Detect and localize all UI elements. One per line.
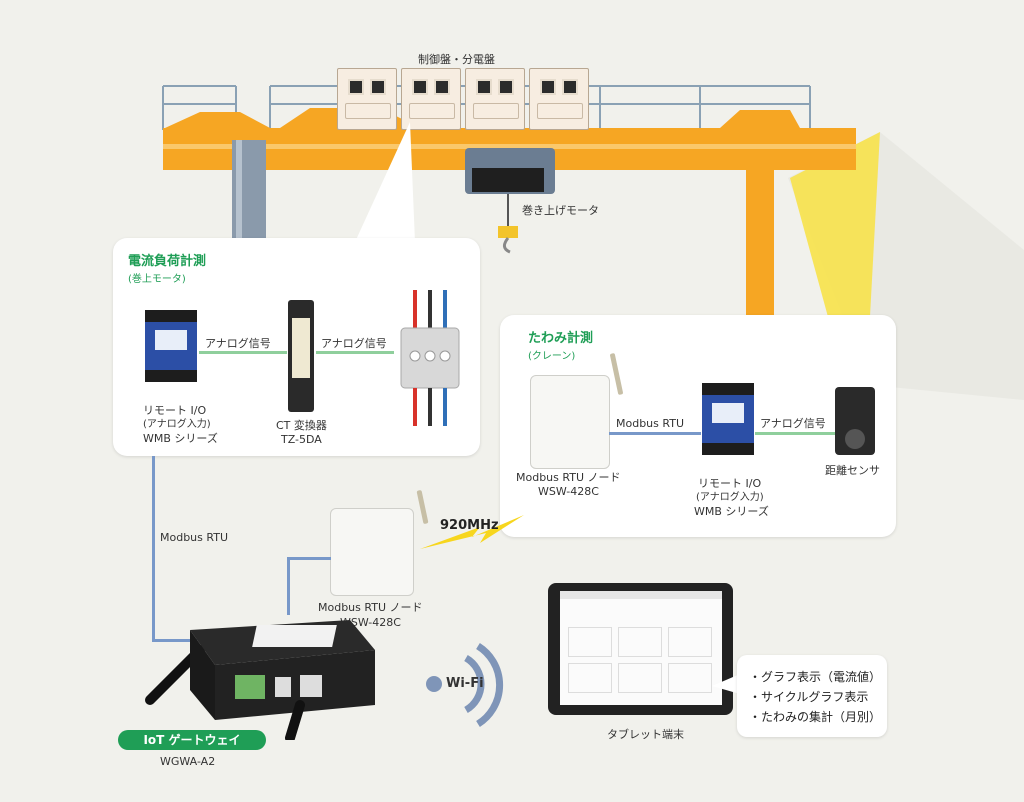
ct-converter-name: CT 変換器	[276, 419, 327, 432]
frequency-label: 920MHz	[440, 518, 499, 533]
analog-signal-label: アナログ信号	[205, 337, 271, 350]
remote-io-name: リモート I/O	[698, 477, 762, 490]
remote-io-series: WMB シリーズ	[694, 505, 769, 518]
wifi-icon	[426, 643, 504, 727]
hook-block	[498, 226, 518, 238]
modbus-line-horizontal	[152, 639, 197, 642]
callout-pointer	[355, 122, 415, 242]
control-cabinet	[401, 68, 461, 130]
modbus-line-vertical	[152, 456, 155, 642]
tablet-screen	[560, 591, 722, 705]
analog-line	[199, 351, 287, 354]
remote-io-type: (アナログ入力)	[143, 419, 211, 430]
modbus-line-horizontal	[287, 557, 331, 560]
hoist-motor-label: 巻き上げモータ	[522, 204, 599, 217]
deflection-subtitle: (クレーン)	[528, 351, 576, 362]
current-load-title: 電流負荷計測	[128, 254, 207, 269]
remote-io-type: (アナログ入力)	[696, 492, 764, 503]
modbus-rtu-label: Modbus RTU	[160, 531, 228, 544]
modbus-line	[609, 432, 701, 435]
callout-pointer	[712, 674, 740, 694]
control-cabinet	[337, 68, 397, 130]
current-load-card: 電流負荷計測 (巻上モータ) アナログ信号 アナログ信号 リモート I/O (ア…	[113, 238, 480, 456]
deflection-card: たわみ計測 (クレーン) Modbus RTU アナログ信号 Modbus RT…	[500, 315, 896, 537]
features-callout: ・グラフ表示（電流値） ・サイクルグラフ表示 ・たわみの集計（月別）	[737, 655, 887, 737]
current-load-subtitle: (巻上モータ)	[128, 274, 186, 285]
modbus-node-model: WSW-428C	[340, 616, 401, 629]
gateway-badge: IoT ゲートウェイ	[118, 730, 266, 750]
modbus-line-vertical	[287, 557, 290, 615]
feature-item: ・サイクルグラフ表示	[749, 690, 869, 704]
radio-bolt-icon	[420, 515, 524, 549]
remote-io-name: リモート I/O	[143, 404, 207, 417]
modbus-rtu-label: Modbus RTU	[616, 417, 684, 430]
panel-title: 制御盤・分電盤	[418, 53, 495, 66]
control-cabinet	[465, 68, 525, 130]
tablet-device	[548, 583, 733, 715]
antenna-icon	[609, 352, 624, 396]
modbus-node-model: WSW-428C	[538, 485, 599, 498]
modbus-node-name: Modbus RTU ノード	[318, 601, 423, 614]
analog-line	[316, 351, 394, 354]
crane-leg-right	[746, 150, 774, 320]
iot-gateway-device	[145, 620, 375, 740]
ct-converter-device	[288, 300, 314, 412]
tablet-label: タブレット端末	[607, 728, 684, 741]
wifi-label: Wi-Fi	[446, 676, 484, 691]
remote-io-device	[145, 310, 197, 382]
feature-item: ・たわみの集計（月別）	[749, 710, 882, 724]
analog-signal-label: アナログ信号	[760, 417, 826, 430]
ct-sensor-icon	[400, 290, 460, 426]
ct-converter-model: TZ-5DA	[281, 433, 322, 446]
gateway-model: WGWA-A2	[160, 755, 216, 768]
modbus-node-device	[330, 508, 414, 596]
remote-io-device	[702, 383, 754, 455]
remote-io-series: WMB シリーズ	[143, 432, 218, 445]
modbus-node-name: Modbus RTU ノード	[516, 471, 621, 484]
deflection-title: たわみ計測	[528, 331, 594, 346]
control-cabinet	[529, 68, 589, 130]
distance-sensor-device	[835, 387, 875, 455]
analog-line	[755, 432, 835, 435]
feature-item: ・グラフ表示（電流値）	[749, 670, 882, 684]
modbus-node-device	[530, 375, 610, 469]
distance-sensor-name: 距離センサ	[825, 464, 880, 477]
analog-signal-label: アナログ信号	[321, 337, 387, 350]
